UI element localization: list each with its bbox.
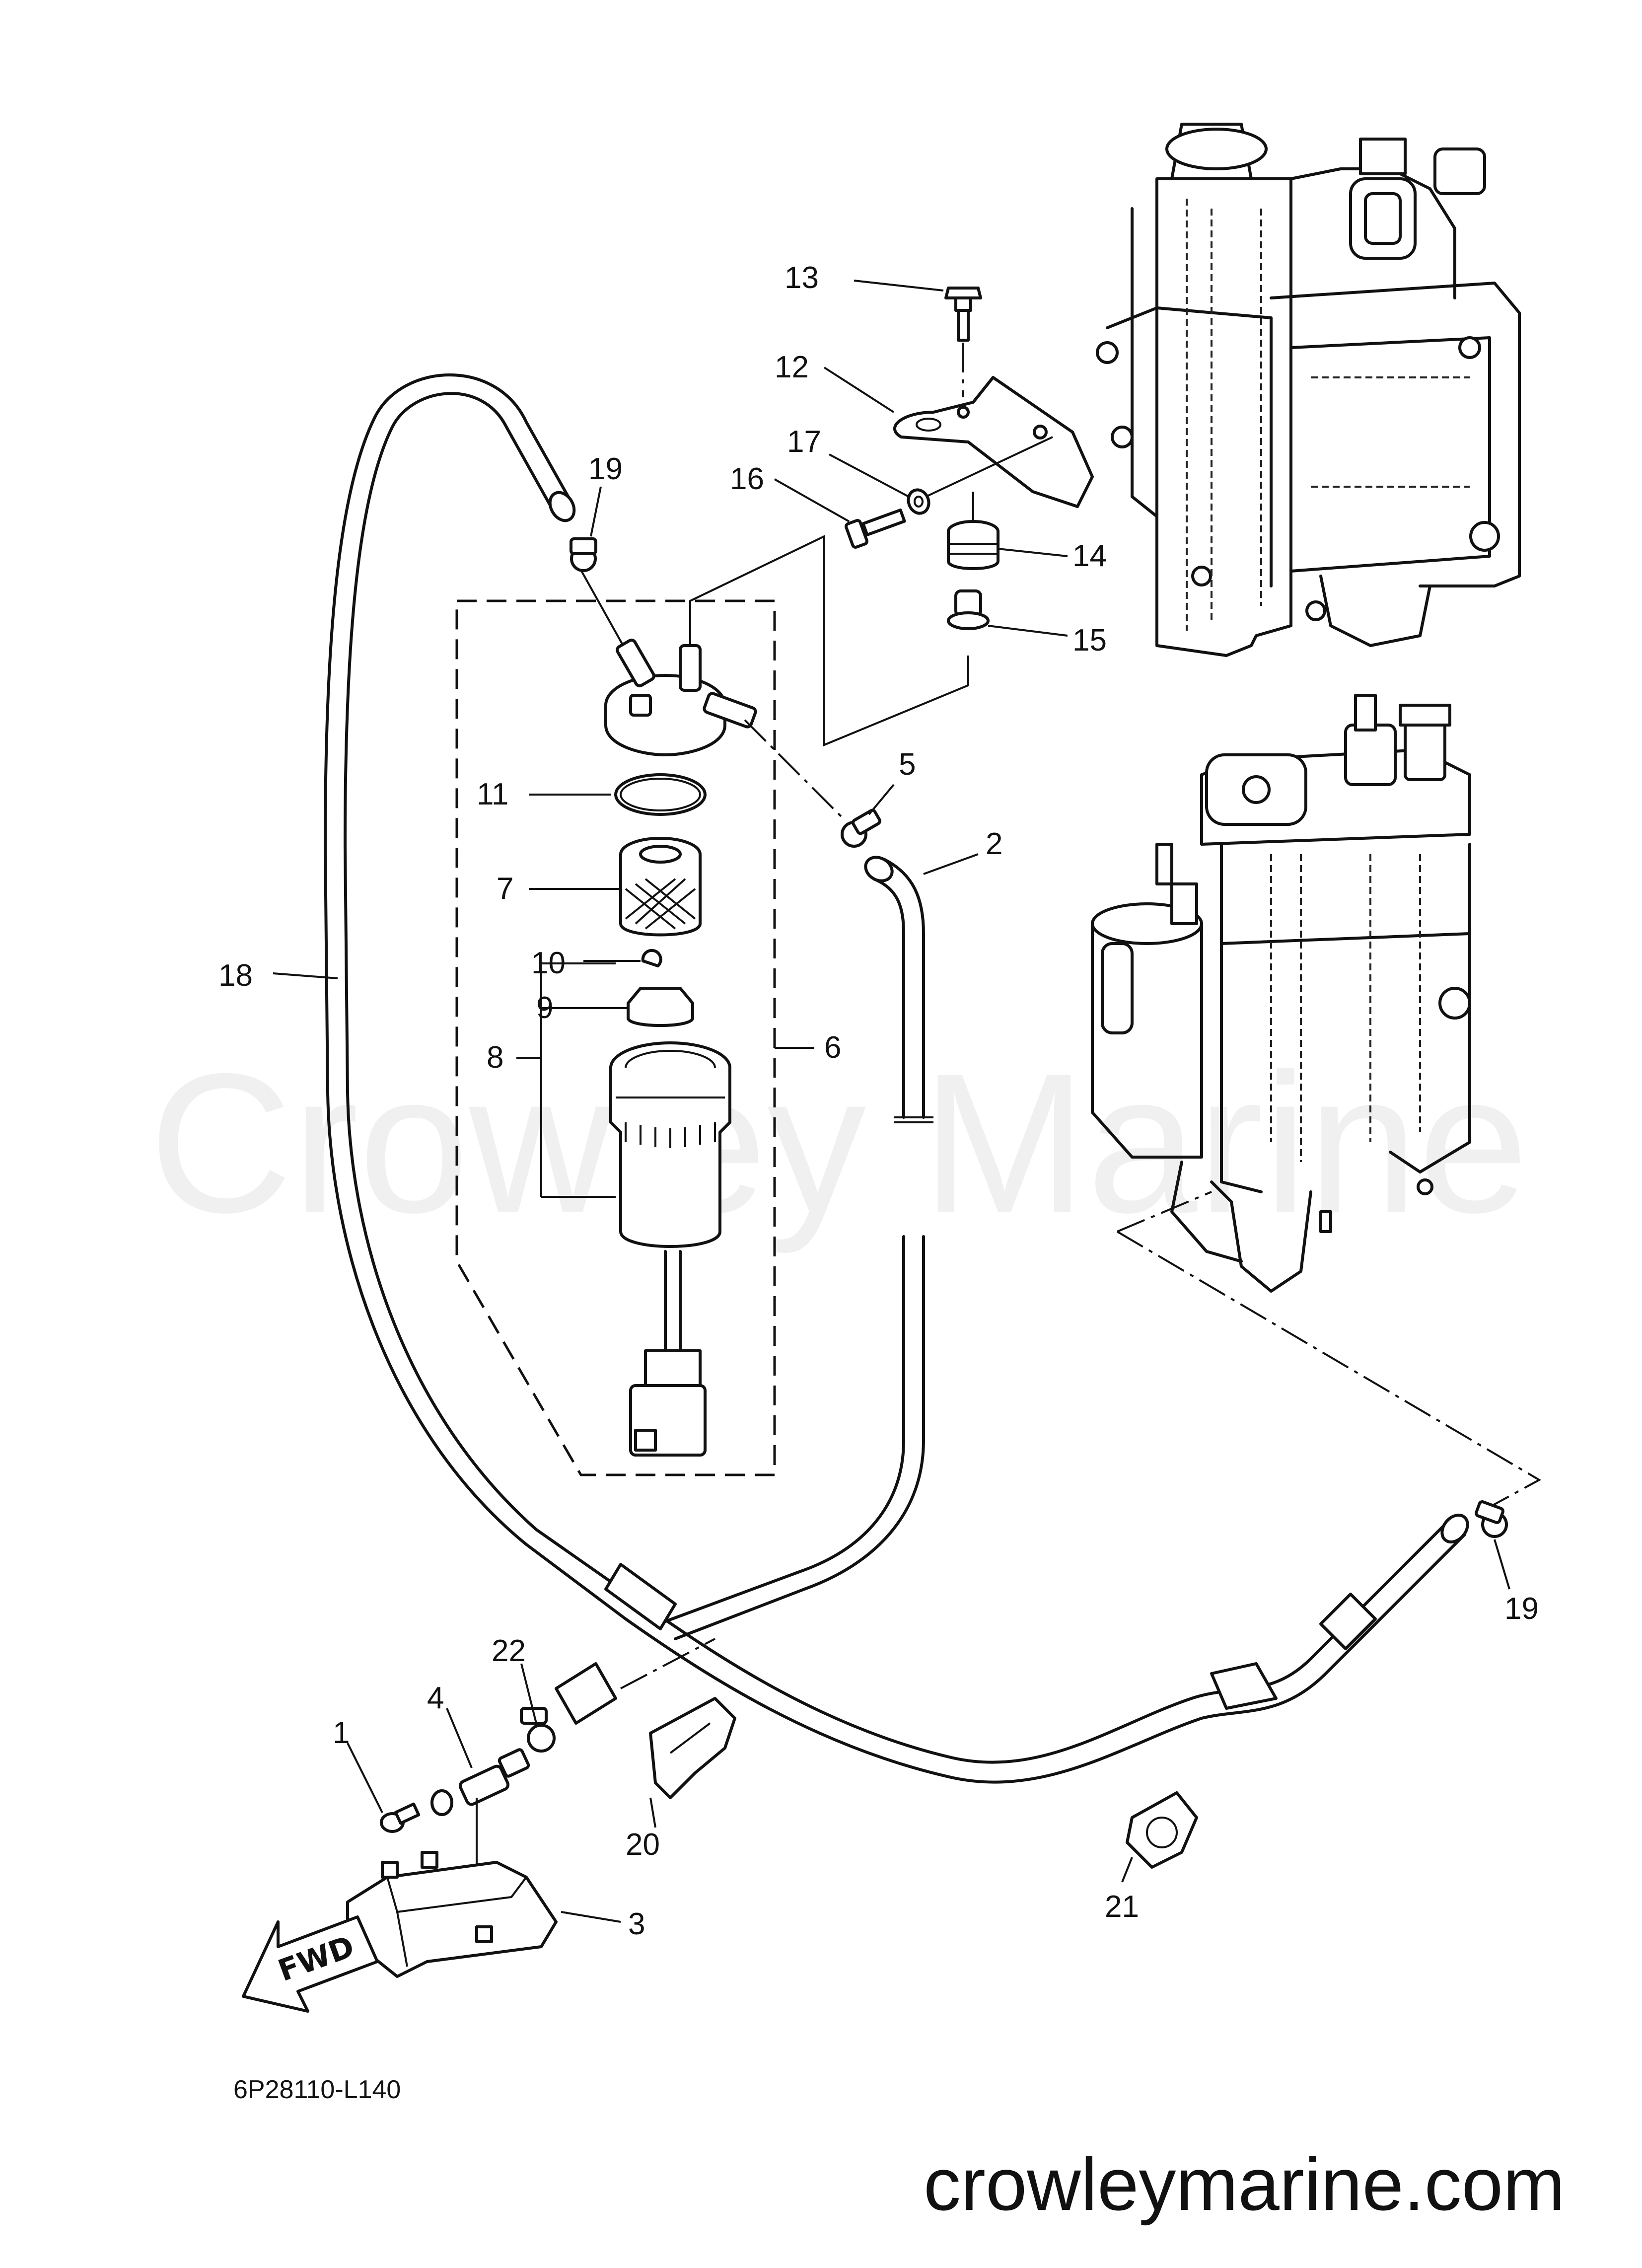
leader-pump-to-clip: [1116, 1191, 1542, 1511]
callout-9: 9: [536, 991, 553, 1025]
bolt-16: [845, 509, 906, 549]
callout-16: 16: [730, 462, 764, 496]
engine-block-illustration: [1096, 123, 1521, 657]
clamp-20: [649, 1697, 736, 1799]
fwd-arrow: FWD: [242, 1915, 379, 2013]
filter-cup: [609, 1041, 731, 1457]
watermark-text: Crowley Marine: [149, 1032, 1529, 1255]
callout-17: 17: [787, 425, 821, 459]
callout-14: 14: [1072, 539, 1107, 573]
callout-5: 5: [899, 747, 916, 782]
callout-4: 4: [427, 1681, 444, 1715]
callout-13: 13: [785, 261, 819, 295]
callout-3: 3: [628, 1907, 645, 1941]
cover-3: [346, 1851, 558, 1978]
callout-15: 15: [1072, 623, 1107, 658]
screw-1: [380, 1802, 421, 1833]
assembly-6-boundary: [455, 599, 776, 1476]
callout-6: 6: [824, 1030, 841, 1065]
bolt-13: [944, 287, 982, 397]
hose-18: [324, 373, 1469, 1784]
clip-19-bottom: [1475, 1500, 1508, 1538]
bracket-8-group: [540, 949, 694, 1198]
fuel-filter-head: [575, 534, 969, 820]
clip-22: [520, 1707, 556, 1753]
callout-2: 2: [986, 827, 1002, 861]
callout-labels: 13 12 17 16 19 14 15 5 2 11 7 10 9 8 6 1…: [218, 261, 1539, 1941]
callout-12: 12: [775, 350, 809, 384]
clip-19-top: [570, 537, 597, 572]
fuel-pump-module-illustration: [1091, 694, 1471, 1293]
callout-11: 11: [477, 777, 508, 811]
callout-19-top: 19: [588, 452, 623, 486]
clamp-21: [1126, 1791, 1198, 1869]
o-ring-11: [614, 773, 707, 816]
joint-4: [430, 1748, 530, 1952]
callout-10: 10: [531, 946, 566, 980]
drawing-code: 6P28110-L140: [233, 2075, 401, 2104]
callout-18: 18: [218, 958, 253, 993]
callout-19-bottom: 19: [1504, 1592, 1539, 1626]
callout-21: 21: [1105, 1890, 1139, 1924]
collar-15: [947, 589, 990, 630]
callout-22: 22: [492, 1634, 526, 1668]
bracket-12: [893, 376, 1094, 508]
callout-8: 8: [487, 1040, 503, 1075]
hose-2: [664, 856, 933, 1640]
callout-1: 1: [333, 1716, 350, 1750]
leader-lines: [273, 280, 1510, 1923]
pipe-short: [555, 1638, 715, 1725]
callout-7: 7: [497, 872, 513, 906]
washer-17: [907, 436, 1053, 515]
website-label: crowleymarine.com: [924, 2142, 1565, 2226]
clip-5: [841, 808, 881, 848]
grommet-14: [947, 487, 999, 570]
filter-element-7: [619, 837, 702, 937]
callout-20: 20: [626, 1828, 660, 1862]
